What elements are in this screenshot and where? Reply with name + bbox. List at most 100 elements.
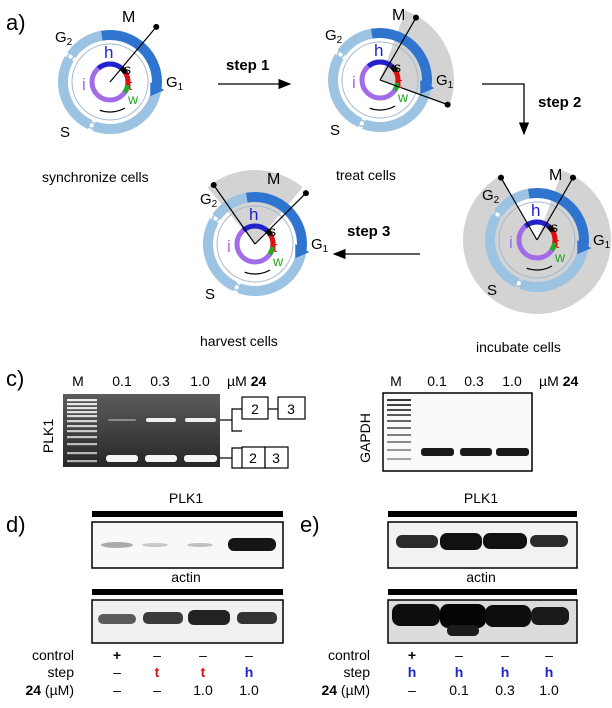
cycle-arc-segment xyxy=(337,28,373,57)
ladder-band xyxy=(67,436,97,439)
panel-a-label: a) xyxy=(6,10,26,35)
panel-d-label: d) xyxy=(6,512,26,537)
phase-s-label: S xyxy=(330,122,340,139)
exon-top-2-label: 2 xyxy=(251,401,259,417)
cycle-arc-segment xyxy=(494,188,530,217)
table-d-control-cell-2: – xyxy=(153,647,161,663)
gel-right-lane-M: M xyxy=(390,373,402,389)
exon-schematic xyxy=(220,396,306,469)
gel-right-lane-2: 0.3 xyxy=(464,373,484,389)
gel-right-band-1 xyxy=(421,448,454,456)
table-d-step-cell-4: h xyxy=(245,664,254,680)
inner-track xyxy=(498,201,576,279)
ladder-band xyxy=(67,452,97,455)
blot-e-top-band-3 xyxy=(483,533,527,549)
gel-left-ladder xyxy=(67,399,97,463)
table-d-conc-cell-1: – xyxy=(113,682,121,698)
table-e-control-cell-4: – xyxy=(545,647,553,663)
m-phase-arc xyxy=(527,188,589,248)
ladder-band xyxy=(67,460,97,463)
phase-g2-label: G2 xyxy=(325,27,343,46)
gel-left-band-upper-3 xyxy=(185,418,216,422)
ladder-band xyxy=(67,403,97,406)
inner-h-label: h xyxy=(531,201,540,220)
caption-incubate: incubate cells xyxy=(476,339,561,355)
ring-t-segment xyxy=(550,229,558,244)
table-d-conc-cell-3: 1.0 xyxy=(193,682,213,698)
phase-g1-label: G1 xyxy=(166,74,184,93)
cycle-arc-segment xyxy=(58,56,93,130)
blot-e-bottom-band-1 xyxy=(392,604,440,626)
timing-dot xyxy=(444,101,451,108)
ladder-band xyxy=(387,427,411,429)
cycle-arc-segment xyxy=(485,214,520,288)
gel-left-band-upper-2 xyxy=(146,418,176,422)
inner-track xyxy=(71,43,149,121)
phase-m-label: M xyxy=(549,167,562,184)
gel-right-lane-1: 0.1 xyxy=(427,373,447,389)
row-label-step-e: step xyxy=(344,664,371,680)
ladder-band xyxy=(67,415,97,418)
inner-w-label: w xyxy=(397,89,409,105)
table-e-conc-cell-1: – xyxy=(408,682,416,698)
blot-e-bottom-band-3 xyxy=(485,605,531,627)
exon-top-3-label: 3 xyxy=(287,401,295,417)
row-label-conc-e: 24 (µM) xyxy=(321,682,370,698)
ladder-band xyxy=(387,458,411,460)
blot-d-top-band-2 xyxy=(142,543,168,547)
inner-s-label: s xyxy=(551,219,558,235)
table-d-step-cell-2: t xyxy=(155,664,160,680)
exon-bottom-3 xyxy=(264,446,289,469)
phase-s-label: S xyxy=(487,282,497,299)
cell-cycle-diagrams: MG2G1ShistwMG2G1ShistwMG2G1ShistwMG2G1Sh… xyxy=(55,7,611,314)
inner-t-label: t xyxy=(128,77,133,94)
ladder-band xyxy=(387,420,411,422)
table-e-control-cell-1: + xyxy=(408,647,416,663)
cycle-direction-arrow xyxy=(369,105,396,111)
ladder-band xyxy=(387,449,411,451)
ladder-band xyxy=(67,425,97,428)
timing-dot xyxy=(498,174,504,181)
m-phase-arrowhead xyxy=(150,82,165,97)
blot-d-bottom-band-2 xyxy=(143,612,183,624)
ring-h-segment xyxy=(366,59,394,69)
timing-line xyxy=(536,177,574,241)
caption-harvest: harvest cells xyxy=(200,333,278,349)
blot-d-top-band-3 xyxy=(187,543,213,547)
step1-label: step 1 xyxy=(226,57,269,74)
exon-bottom-2-label: 2 xyxy=(249,450,257,466)
cycle-arc-segment xyxy=(203,218,238,292)
blot-d-bottom-band-3 xyxy=(188,610,230,625)
ladder-band xyxy=(387,399,411,401)
cycle-arc-segment xyxy=(237,251,307,297)
inner-s-label: s xyxy=(269,223,276,239)
phase-m-label: M xyxy=(267,171,280,188)
gel-left-lane-M: M xyxy=(72,373,84,389)
table-d-control-cell-4: – xyxy=(245,647,253,663)
gel-left-band-lower-1 xyxy=(106,455,138,462)
blot-e: PLK1 actin xyxy=(387,490,578,644)
blot-d-top-band-1 xyxy=(101,542,133,548)
timing-line xyxy=(379,79,448,106)
exon-top-3 xyxy=(277,396,306,420)
gel-left-band-upper-1 xyxy=(108,419,136,421)
m-phase-arrowhead xyxy=(577,240,592,255)
m-phase-arrowhead xyxy=(420,80,435,95)
cycle-arc-segment xyxy=(92,89,162,135)
cycle-arc-segment xyxy=(328,54,363,128)
inner-h-label: h xyxy=(249,205,258,224)
table-d-control-cell-3: – xyxy=(199,647,207,663)
blot-e-top-band-1 xyxy=(396,535,438,548)
gel-right-lane-3: 1.0 xyxy=(502,373,522,389)
ring-w-segment xyxy=(549,242,558,252)
timing-line xyxy=(500,177,538,241)
timing-dot xyxy=(302,190,309,197)
inner-t-label: t xyxy=(555,235,560,252)
inner-s-label: s xyxy=(124,61,131,77)
table-d-step-cell-3: t xyxy=(201,664,206,680)
